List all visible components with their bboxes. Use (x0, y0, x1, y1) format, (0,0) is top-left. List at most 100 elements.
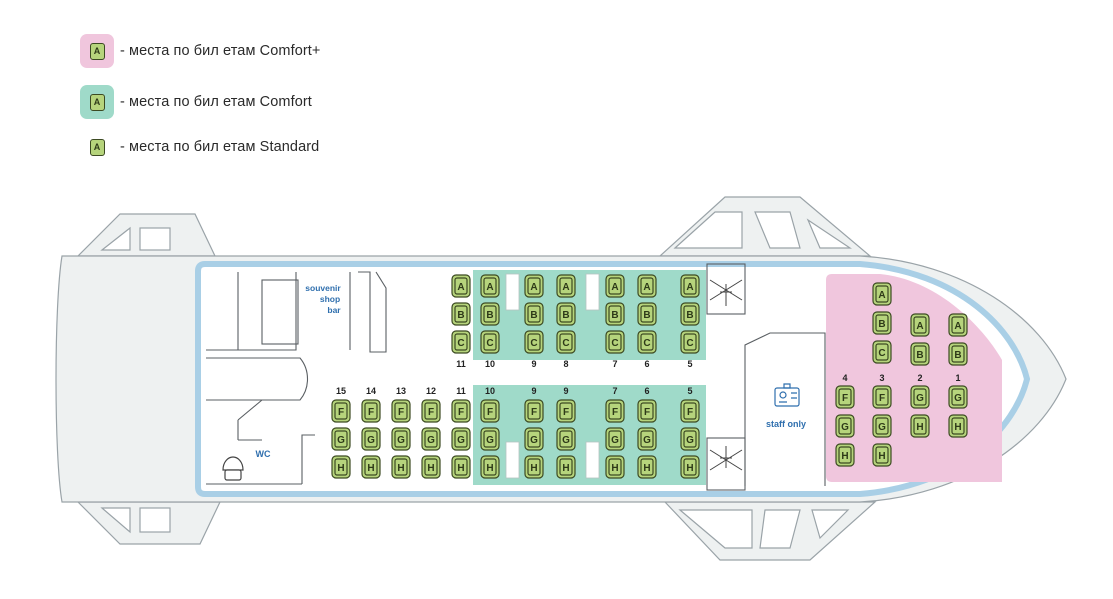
seat-H[interactable]: H (451, 455, 471, 479)
seat-A[interactable]: A (680, 274, 700, 298)
seat-H[interactable]: H (835, 443, 855, 467)
seat-A[interactable]: A (451, 274, 471, 298)
seat-H[interactable]: H (910, 414, 930, 438)
seat-G[interactable]: G (361, 427, 381, 451)
seat-A[interactable]: A (872, 282, 892, 306)
seat-B[interactable]: B (451, 302, 471, 326)
seat-F[interactable]: F (331, 399, 351, 423)
seat-letter: H (686, 463, 693, 474)
seat-A[interactable]: A (524, 274, 544, 298)
seat-H[interactable]: H (680, 455, 700, 479)
seat-C[interactable]: C (556, 330, 576, 354)
seat-F[interactable]: F (451, 399, 471, 423)
seat-H[interactable]: H (605, 455, 625, 479)
seat-letter: H (878, 451, 885, 462)
seat-letter: F (612, 407, 618, 418)
seat-H[interactable]: H (948, 414, 968, 438)
seat-G[interactable]: G (524, 427, 544, 451)
seat-A[interactable]: A (948, 313, 968, 337)
seat-H[interactable]: H (391, 455, 411, 479)
seat-B[interactable]: B (637, 302, 657, 326)
row-number: 10 (485, 386, 495, 396)
seat-A[interactable]: A (637, 274, 657, 298)
seat-letter: C (486, 338, 493, 349)
row-number: 13 (396, 386, 406, 396)
seat-H[interactable]: H (361, 455, 381, 479)
seat-F[interactable]: F (556, 399, 576, 423)
legend-label: - места по бил етам Comfort (120, 94, 312, 110)
seat-H[interactable]: H (637, 455, 657, 479)
seat-F[interactable]: F (680, 399, 700, 423)
seat-C[interactable]: C (680, 330, 700, 354)
seat-F[interactable]: F (605, 399, 625, 423)
seat-letter: F (842, 393, 848, 404)
seat-B[interactable]: B (480, 302, 500, 326)
seat-letter: B (562, 310, 569, 321)
seat-letter: B (457, 310, 464, 321)
seat-C[interactable]: C (451, 330, 471, 354)
seat-G[interactable]: G (480, 427, 500, 451)
seat-letter: H (916, 422, 923, 433)
seat-B[interactable]: B (605, 302, 625, 326)
seat-H[interactable]: H (872, 443, 892, 467)
seat-G[interactable]: G (331, 427, 351, 451)
seat-G[interactable]: G (391, 427, 411, 451)
bar-label: souvenir shop bar (305, 283, 341, 315)
seat-F[interactable]: F (391, 399, 411, 423)
seat-B[interactable]: B (680, 302, 700, 326)
seat-H[interactable]: H (556, 455, 576, 479)
seat-A[interactable]: A (556, 274, 576, 298)
seat-C[interactable]: C (480, 330, 500, 354)
row-number: 2 (917, 373, 922, 383)
hull-cutouts (100, 211, 852, 549)
seat-G[interactable]: G (451, 427, 471, 451)
seat-G[interactable]: G (948, 385, 968, 409)
seat-icon: A (89, 138, 105, 156)
row-number: 12 (426, 386, 436, 396)
seat-B[interactable]: B (948, 342, 968, 366)
seat-C[interactable]: C (605, 330, 625, 354)
seat-letter: A (562, 282, 569, 293)
seat-letter: B (916, 350, 923, 361)
seat-G[interactable]: G (556, 427, 576, 451)
seat-F[interactable]: F (637, 399, 657, 423)
seat-F[interactable]: F (835, 385, 855, 409)
row-number: 7 (612, 359, 617, 369)
row-number: 9 (563, 386, 568, 396)
seat-F[interactable]: F (524, 399, 544, 423)
seat-C[interactable]: C (872, 340, 892, 364)
seat-F[interactable]: F (361, 399, 381, 423)
seat-F[interactable]: F (480, 399, 500, 423)
seat-B[interactable]: B (556, 302, 576, 326)
seat-H[interactable]: H (331, 455, 351, 479)
row-number: 5 (687, 386, 692, 396)
seat-A[interactable]: A (910, 313, 930, 337)
seat-G[interactable]: G (637, 427, 657, 451)
seat-G[interactable]: G (421, 427, 441, 451)
seat-G[interactable]: G (872, 414, 892, 438)
seat-G[interactable]: G (680, 427, 700, 451)
seat-G[interactable]: G (910, 385, 930, 409)
seat-letter: G (878, 422, 886, 433)
seat-G[interactable]: G (835, 414, 855, 438)
staff-only-label: staff only (766, 419, 806, 429)
seat-F[interactable]: F (872, 385, 892, 409)
comfort-plus-swatch: A (80, 34, 114, 68)
legend-label: - места по бил етам Comfort+ (120, 43, 321, 59)
seat-B[interactable]: B (524, 302, 544, 326)
seat-F[interactable]: F (421, 399, 441, 423)
seat-A[interactable]: A (480, 274, 500, 298)
row-number: 6 (644, 359, 649, 369)
seat-G[interactable]: G (605, 427, 625, 451)
seat-C[interactable]: C (524, 330, 544, 354)
seat-B[interactable]: B (910, 342, 930, 366)
seat-letter: F (487, 407, 493, 418)
seat-H[interactable]: H (480, 455, 500, 479)
seat-C[interactable]: C (637, 330, 657, 354)
seat-B[interactable]: B (872, 311, 892, 335)
seat-A[interactable]: A (605, 274, 625, 298)
seat-letter: F (458, 407, 464, 418)
seat-H[interactable]: H (524, 455, 544, 479)
seat-H[interactable]: H (421, 455, 441, 479)
